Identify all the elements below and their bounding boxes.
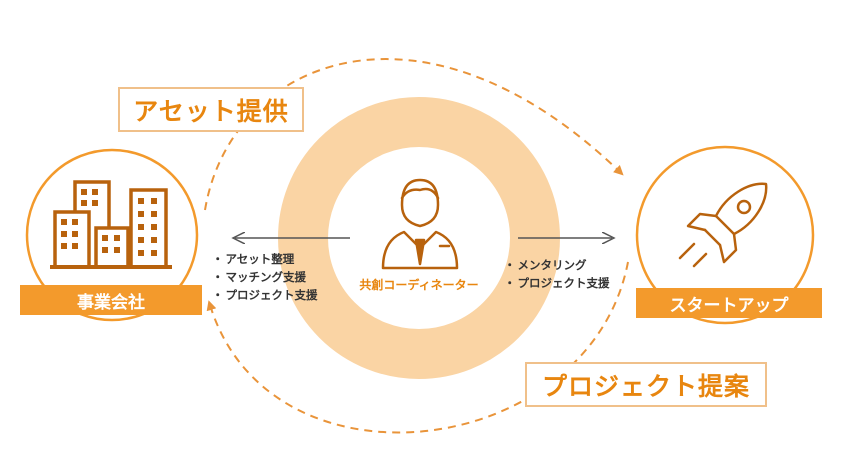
list-item: アセット整理 [212,250,318,268]
startup-label: スタートアップ [636,288,822,318]
list-item: プロジェクト支援 [504,274,610,292]
list-item: メンタリング [504,256,610,274]
asset-provision-label: アセット提供 [118,87,304,132]
proposal-flow-arc [206,261,629,434]
project-proposal-label: プロジェクト提案 [525,362,767,407]
list-item: マッチング支援 [212,268,318,286]
asset-flow-arc [204,58,624,211]
rocket-icon [678,182,768,268]
company-label: 事業会社 [20,285,202,315]
startup-circle [635,145,815,325]
buildings-icon [50,180,172,269]
list-item: プロジェクト支援 [212,286,318,304]
company-support-list: アセット整理 マッチング支援 プロジェクト支援 [212,250,318,304]
coordinator-person-icon [381,178,459,270]
startup-support-list: メンタリング プロジェクト支援 [504,256,610,292]
coordinator-label: 共創コーディネーター [359,278,479,292]
